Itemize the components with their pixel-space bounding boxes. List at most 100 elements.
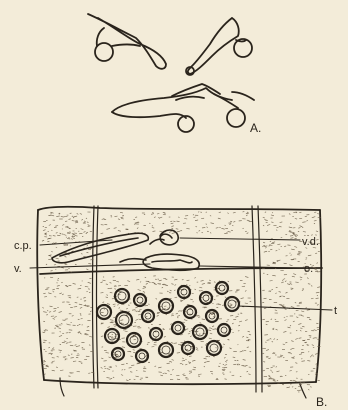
- stipple-mark: [282, 296, 285, 297]
- stipple-mark: [54, 243, 56, 244]
- stipple-mark: [117, 305, 118, 306]
- stipple-mark: [57, 357, 59, 358]
- stipple-mark: [48, 347, 49, 348]
- stipple-mark: [165, 214, 166, 215]
- stipple-mark: [140, 282, 141, 283]
- stipple-mark: [195, 220, 198, 221]
- stipple-mark: [289, 214, 290, 215]
- stipple-mark: [178, 217, 179, 218]
- stipple-mark: [124, 370, 125, 371]
- stipple-mark: [248, 339, 251, 340]
- stipple-mark: [292, 357, 294, 358]
- stipple-mark: [157, 315, 159, 316]
- stipple-mark: [60, 344, 61, 345]
- stipple-mark: [62, 294, 63, 295]
- stipple-mark: [283, 331, 286, 332]
- stipple-mark: [300, 226, 303, 227]
- stipple-mark: [285, 309, 287, 310]
- stipple-mark: [314, 330, 317, 331]
- stipple-mark: [126, 363, 128, 364]
- stipple-mark: [202, 232, 204, 233]
- testis-inner: [228, 300, 236, 308]
- stipple-mark: [285, 281, 286, 282]
- stipple-mark: [108, 327, 110, 328]
- stipple-mark: [121, 217, 124, 218]
- stipple-mark: [241, 298, 244, 299]
- testis-inner: [175, 325, 181, 331]
- stipple-mark: [50, 212, 53, 213]
- stipple-mark: [90, 311, 91, 312]
- stipple-mark: [78, 288, 82, 289]
- stipple-mark: [116, 366, 117, 367]
- stipple-mark: [208, 330, 211, 331]
- stipple-mark: [206, 224, 207, 225]
- stipple-mark: [270, 281, 273, 282]
- stipple-mark: [81, 318, 83, 319]
- stipple-mark: [73, 216, 75, 217]
- stipple-mark: [173, 221, 175, 222]
- testis-inner: [162, 346, 170, 354]
- stipple-mark: [198, 374, 201, 375]
- stipple-mark: [86, 218, 87, 219]
- stipple-mark: [52, 289, 55, 290]
- stipple-mark: [289, 227, 292, 228]
- stipple-mark: [59, 214, 60, 215]
- stipple-mark: [107, 369, 111, 370]
- stipple-mark: [47, 241, 49, 242]
- stipple-mark: [52, 361, 55, 362]
- stipple-mark: [189, 331, 190, 332]
- stipple-mark: [233, 364, 236, 365]
- stipple-mark: [291, 249, 295, 250]
- stipple-mark: [246, 213, 249, 214]
- stipple-mark: [235, 316, 238, 317]
- vas-deferens: [150, 230, 178, 245]
- stipple-mark: [75, 264, 77, 265]
- stipple-mark: [295, 219, 297, 220]
- stipple-mark: [225, 365, 228, 366]
- stipple-mark: [74, 234, 76, 235]
- stipple-mark: [246, 337, 248, 338]
- stipple-mark: [130, 372, 132, 373]
- stipple-mark: [42, 240, 44, 241]
- column-lines: [60, 206, 306, 398]
- stipple-mark: [285, 342, 287, 343]
- stipple-mark: [307, 310, 310, 311]
- stipple-mark: [45, 374, 46, 375]
- stipple-mark: [190, 336, 192, 337]
- stipple-mark: [164, 336, 166, 337]
- stipple-mark: [291, 255, 292, 256]
- stipple-mark: [184, 219, 187, 220]
- testis-inner: [203, 295, 209, 301]
- stipple-mark: [301, 316, 304, 317]
- stipple-mark: [114, 228, 117, 229]
- stipple-mark: [73, 350, 76, 351]
- stipple-mark: [46, 288, 49, 289]
- stipple-mark: [306, 221, 308, 222]
- testes-group: [97, 282, 239, 362]
- stipple-mark: [232, 323, 234, 324]
- stipple-mark: [129, 379, 131, 380]
- stipple-mark: [200, 323, 202, 324]
- stipple-mark: [163, 329, 165, 330]
- stipple-mark: [291, 307, 294, 308]
- stipple-mark: [180, 344, 182, 345]
- stipple-mark: [77, 325, 78, 326]
- stipple-mark: [183, 299, 185, 300]
- spicule-top-left: [88, 14, 166, 69]
- stipple-mark: [237, 360, 239, 361]
- stipple-mark: [202, 283, 205, 284]
- stipple-mark: [210, 233, 211, 234]
- stipple-mark: [282, 280, 283, 281]
- stipple-mark: [101, 282, 103, 283]
- stipple-mark: [264, 308, 267, 309]
- testis-circle: [225, 297, 239, 311]
- stipple-mark: [184, 345, 185, 346]
- stipple-mark: [45, 234, 47, 235]
- stipple-mark: [56, 367, 58, 368]
- stipple-mark: [198, 212, 199, 213]
- stipple-mark: [302, 227, 303, 228]
- stipple-mark: [65, 319, 68, 320]
- stipple-mark: [316, 364, 317, 365]
- stipple-mark: [136, 311, 137, 312]
- testis-circle: [136, 350, 148, 362]
